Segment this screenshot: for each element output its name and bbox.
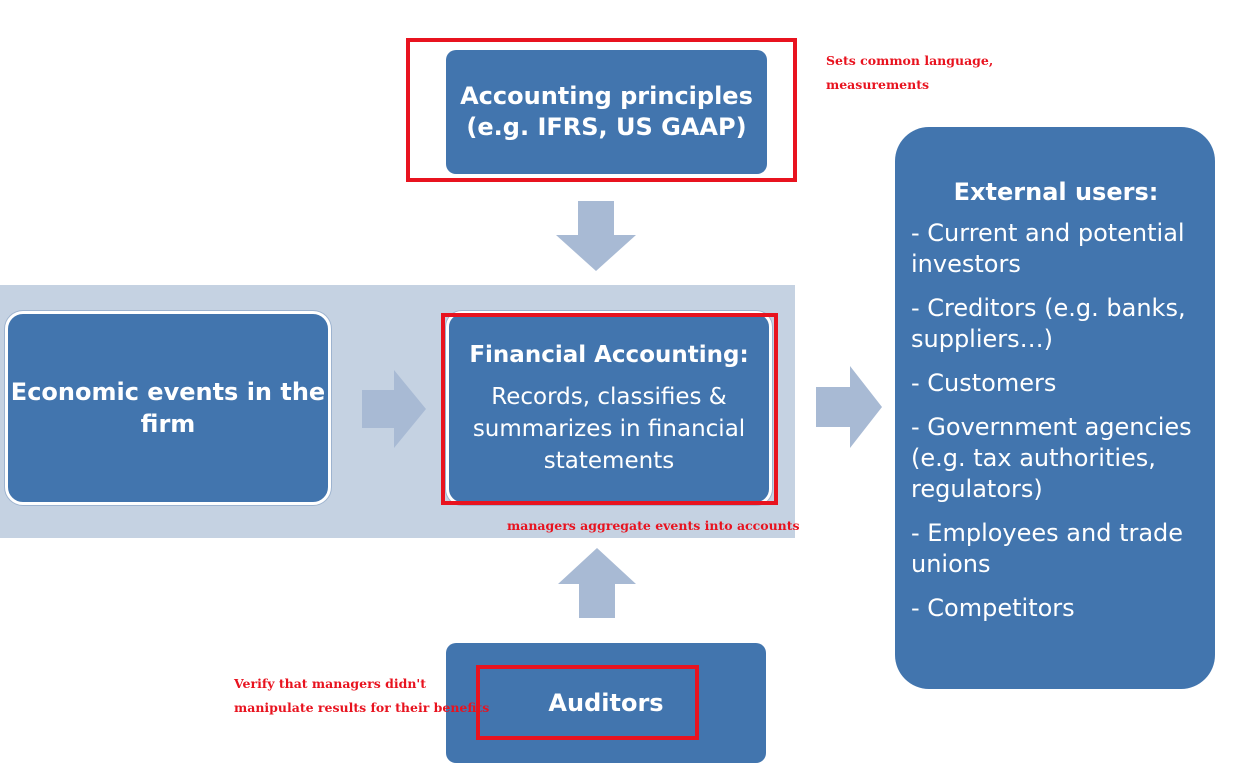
right-arrow-icon xyxy=(816,366,882,448)
list-item: - Government agencies (e.g. tax authorit… xyxy=(911,412,1201,505)
financial-accounting-description: Records, classifies & summarizes in fina… xyxy=(473,381,745,477)
financial-accounting-title: Financial Accounting: xyxy=(469,341,749,368)
list-item: - Employees and trade unions xyxy=(911,518,1201,580)
principles-note-line1: Sets common language, xyxy=(826,53,994,68)
principles-highlight-frame xyxy=(406,38,797,182)
accounting-principles-line1: Accounting principles xyxy=(460,82,753,110)
auditors-title: Auditors xyxy=(548,688,664,717)
list-item-line: regulators) xyxy=(911,475,1043,503)
list-item-line: unions xyxy=(911,550,991,578)
list-item-line: - Government agencies xyxy=(911,413,1192,441)
list-item-line: - Creditors (e.g. banks, xyxy=(911,294,1186,322)
list-item-line: investors xyxy=(911,250,1021,278)
list-item-line: suppliers…) xyxy=(911,325,1054,353)
financial-accounting-line1: Records, classifies & xyxy=(491,383,727,410)
down-arrow-icon xyxy=(556,201,636,271)
external-users-title: External users: xyxy=(953,178,1159,206)
list-item-line: - Employees and trade xyxy=(911,519,1184,547)
list-item-line: (e.g. tax authorities, xyxy=(911,444,1156,472)
up-arrow-icon xyxy=(558,548,636,618)
auditors-box: Auditors xyxy=(446,643,766,763)
external-users-box: External users: - Current and potential … xyxy=(895,127,1215,689)
auditors-highlight-frame xyxy=(476,665,699,740)
accounting-note: managers aggregate events into accounts xyxy=(507,514,800,538)
financial-accounting-box: Financial Accounting: Records, classifie… xyxy=(446,311,772,505)
financial-accounting-line3: statements xyxy=(543,447,675,474)
right-arrow-icon xyxy=(362,370,426,448)
economic-events-line1: Economic events in the xyxy=(10,378,326,406)
list-item-line: - Competitors xyxy=(911,594,1075,622)
principles-note: Sets common language, measurements xyxy=(826,49,993,97)
accounting-note-text: managers aggregate events into accounts xyxy=(507,518,800,533)
auditors-note: Verify that managers didn't manipulate r… xyxy=(234,672,489,720)
principles-note-line2: measurements xyxy=(826,77,930,92)
list-item: - Customers xyxy=(911,368,1201,399)
list-item-line: - Customers xyxy=(911,369,1057,397)
accounting-highlight-frame xyxy=(441,313,778,505)
financial-accounting-line2: summarizes in financial xyxy=(472,415,746,442)
list-item: - Creditors (e.g. banks, suppliers…) xyxy=(911,293,1201,355)
list-item: - Competitors xyxy=(911,593,1201,624)
economic-events-line2: firm xyxy=(140,410,196,438)
auditors-note-line1: Verify that managers didn't xyxy=(234,676,427,691)
external-users-list: - Current and potential investors - Cred… xyxy=(911,218,1201,637)
list-item: - Current and potential investors xyxy=(911,218,1201,280)
accounting-principles-box: Accounting principles (e.g. IFRS, US GAA… xyxy=(446,50,767,174)
accounting-principles-line2: (e.g. IFRS, US GAAP) xyxy=(466,113,747,141)
auditors-note-line2: manipulate results for their benefits xyxy=(234,700,490,715)
economic-events-box: Economic events in the firm xyxy=(5,311,331,505)
list-item-line: - Current and potential xyxy=(911,219,1185,247)
accounting-principles-title: Accounting principles (e.g. IFRS, US GAA… xyxy=(460,81,753,143)
